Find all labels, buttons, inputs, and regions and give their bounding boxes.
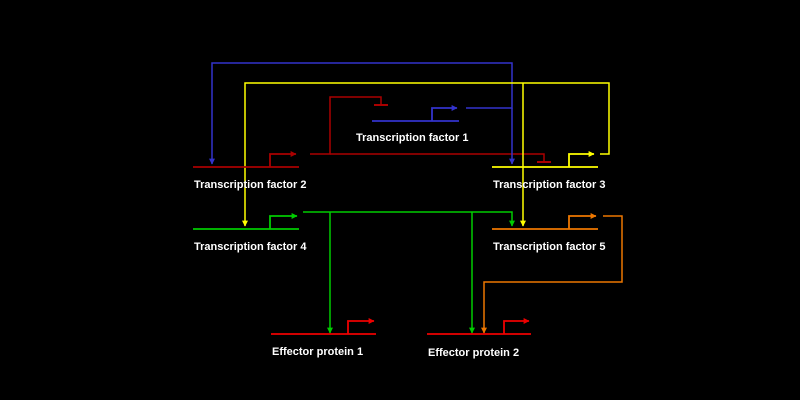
gene-tf5	[492, 213, 598, 230]
gene-tf2	[193, 151, 299, 168]
edge-tf1-activates-tf2	[209, 62, 513, 165]
gene-tf1	[372, 105, 459, 122]
edge-tf5-activates-ep2	[481, 215, 623, 334]
label-tf3: Transcription factor 3	[493, 179, 605, 191]
label-ep2: Effector protein 2	[428, 347, 519, 359]
gene-tf5-promoter	[568, 213, 597, 229]
edge-tf2-represses-tf3	[330, 153, 545, 162]
edge-tf2-represses-tf1	[310, 96, 382, 155]
label-tf2: Transcription factor 2	[194, 179, 306, 191]
gene-tf3-promoter	[568, 151, 595, 167]
gene-ep2-promoter	[503, 318, 530, 334]
edge-tf4-activates-tf5	[303, 211, 515, 227]
gene-tf2-promoter	[269, 151, 297, 167]
label-tf5: Transcription factor 5	[493, 241, 605, 253]
gene-tf4-promoter	[269, 213, 298, 229]
edge-tf3-activates-tf4	[242, 82, 610, 227]
gene-ep2	[427, 318, 531, 335]
label-ep1: Effector protein 1	[272, 346, 363, 358]
label-tf1: Transcription factor 1	[356, 132, 468, 144]
gene-ep1-promoter	[347, 318, 375, 334]
gene-tf1-promoter	[431, 105, 458, 121]
gene-ep1	[271, 318, 376, 335]
label-tf4: Transcription factor 4	[194, 241, 307, 253]
gene-tf4	[193, 213, 299, 230]
gene-tf3	[492, 151, 598, 168]
